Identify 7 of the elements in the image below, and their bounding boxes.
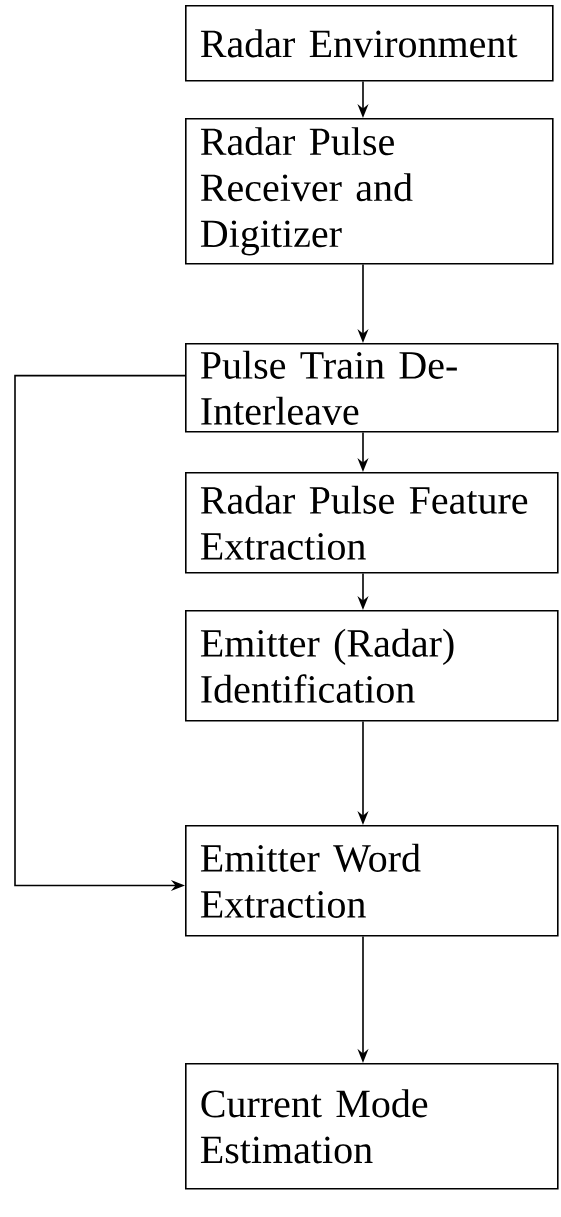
process-box: Emitter Word Extraction xyxy=(185,825,559,937)
process-box: Emitter (Radar) Identification xyxy=(185,610,559,722)
process-box: Radar Environment xyxy=(185,5,554,82)
process-box: Pulse Train De-Interleave xyxy=(185,343,559,433)
process-box: Radar Pulse Receiver and Digitizer xyxy=(185,118,554,265)
process-box: Radar Pulse Feature Extraction xyxy=(185,472,559,574)
process-box: Current Mode Estimation xyxy=(185,1063,559,1190)
